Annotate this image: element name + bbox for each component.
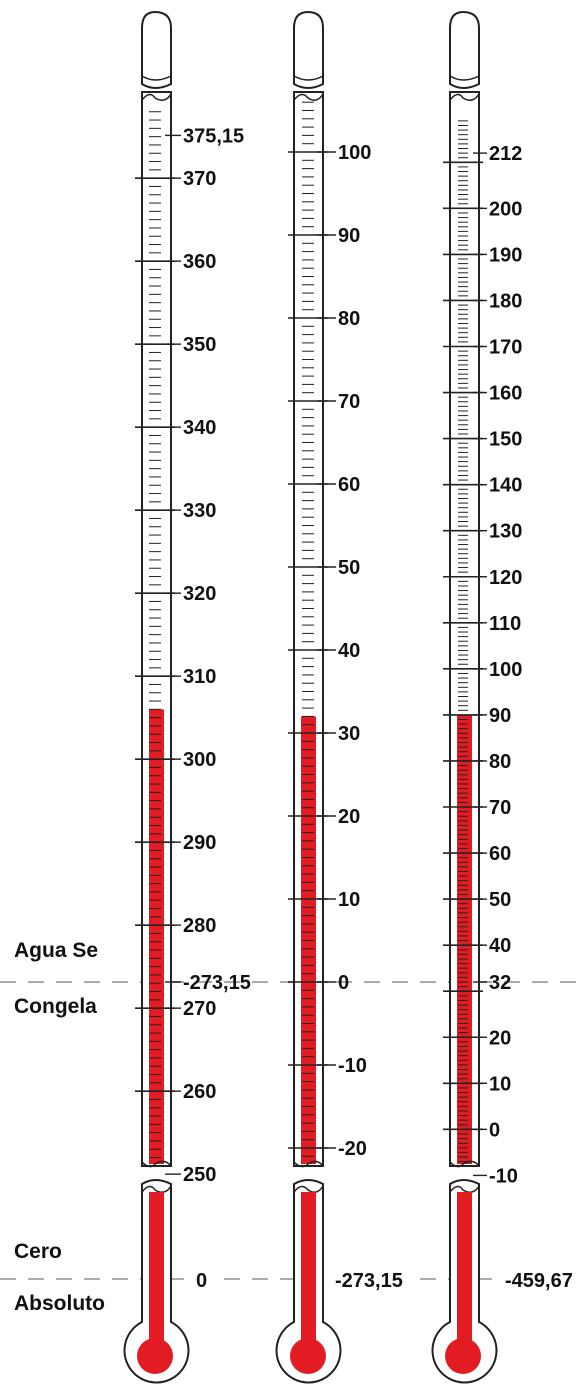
tick-label: 70 [489, 797, 511, 819]
tube-top-cap [449, 10, 480, 89]
tube-top-cap [293, 10, 324, 89]
tick-label: 60 [338, 474, 360, 496]
tick-label: 10 [489, 1073, 511, 1095]
tube-cap-edge [449, 75, 480, 81]
absolute-zero-value: -273,15 [335, 1270, 403, 1292]
tick-label: 360 [183, 251, 216, 273]
tube-break-lower [449, 1160, 480, 1168]
tick-label: 110 [489, 613, 521, 635]
tick-label: 140 [489, 475, 522, 497]
tick-label: 150 [489, 429, 522, 451]
absolute-zero-value: -459,67 [505, 1270, 573, 1292]
tube-break-lower [141, 1160, 172, 1168]
tube-cap-edge [293, 75, 324, 81]
absolute-zero-label-line1: Cero [14, 1240, 62, 1263]
tick-label: -20 [338, 1138, 367, 1160]
mercury-column [149, 709, 164, 1164]
tick-label: 0 [338, 972, 349, 994]
bulb-mercury [137, 1338, 173, 1374]
tick-label: 190 [489, 244, 522, 266]
tick-label: 310 [183, 666, 216, 688]
absolute-zero-value: 0 [196, 1270, 207, 1292]
tick-label: 350 [183, 334, 216, 356]
tick-label: 300 [183, 749, 216, 771]
tick-label: 100 [338, 142, 371, 164]
tick-label: 212 [489, 143, 522, 165]
tick-label: 200 [489, 198, 522, 220]
tube-break-lower [293, 1160, 324, 1168]
freeze-label-line1: Agua Se [14, 939, 98, 962]
bulb-mercury-stem [149, 1192, 164, 1342]
tick-label: 20 [338, 806, 360, 828]
tick-label: 60 [489, 843, 511, 865]
tick-label: 10 [338, 889, 360, 911]
tick-label: 32 [489, 972, 511, 994]
tick-label: 20 [489, 1027, 511, 1049]
tube-break-top [141, 93, 172, 101]
bulb-mercury-stem [457, 1192, 472, 1342]
tick-label: 70 [338, 391, 360, 413]
tick-label: 270 [183, 998, 216, 1020]
tube-break-top [449, 93, 480, 101]
mercury-column [457, 714, 472, 1164]
absolute-zero-label-bg [192, 1264, 214, 1294]
tick-label: 80 [338, 308, 360, 330]
tick-label: 320 [183, 583, 216, 605]
tick-label: 80 [489, 751, 511, 773]
tick-label: 50 [489, 889, 511, 911]
tick-label: 30 [338, 723, 360, 745]
tick-label: 50 [338, 557, 360, 579]
bulb-mercury [290, 1338, 326, 1374]
tube-break-top [293, 93, 324, 101]
tick-label: 40 [338, 640, 360, 662]
tick-label: 100 [489, 659, 522, 681]
tick-label: 370 [183, 168, 216, 190]
kelvin-thermometer: 375,15 370 360 350 340 330 320 310 300 290 280 -273… [123, 10, 251, 1384]
tube-top-cap [141, 10, 172, 89]
tick-label: -273,15 [183, 972, 251, 994]
tick-label: 280 [183, 915, 216, 937]
fahrenheit-thermometer: 2122001901801701601501401301201101009080… [431, 10, 579, 1384]
tick-label: 250 [183, 1164, 216, 1186]
tick-label: 0 [489, 1119, 500, 1141]
tick-label: 90 [338, 225, 360, 247]
tick-label: -10 [489, 1165, 518, 1187]
tick-label: 260 [183, 1081, 216, 1103]
tick-label: 330 [183, 500, 216, 522]
tick-label: 90 [489, 705, 511, 727]
absolute-zero-label-bg [331, 1264, 409, 1294]
tick-label: 180 [489, 290, 522, 312]
tick-label: 290 [183, 832, 216, 854]
tick-label: 340 [183, 417, 216, 439]
tick-label: 40 [489, 935, 511, 957]
absolute-zero-label-bg [501, 1264, 579, 1294]
tick-label: -10 [338, 1055, 367, 1077]
bulb-mercury [445, 1338, 481, 1374]
tick-label: 375,15 [183, 125, 244, 147]
tick-label: 170 [489, 337, 522, 359]
tube-break-bottom [449, 1185, 480, 1193]
tick-label: 120 [489, 567, 522, 589]
freeze-label-line2: Congela [14, 995, 97, 1018]
absolute-zero-label-line2: Absoluto [14, 1292, 105, 1315]
bulb-mercury-stem [301, 1192, 316, 1342]
tick-label: 160 [489, 383, 522, 405]
tube-cap-edge [141, 75, 172, 81]
tube-break-bottom [293, 1185, 324, 1193]
tick-label: 130 [489, 521, 522, 543]
tube-break-bottom [141, 1185, 172, 1193]
